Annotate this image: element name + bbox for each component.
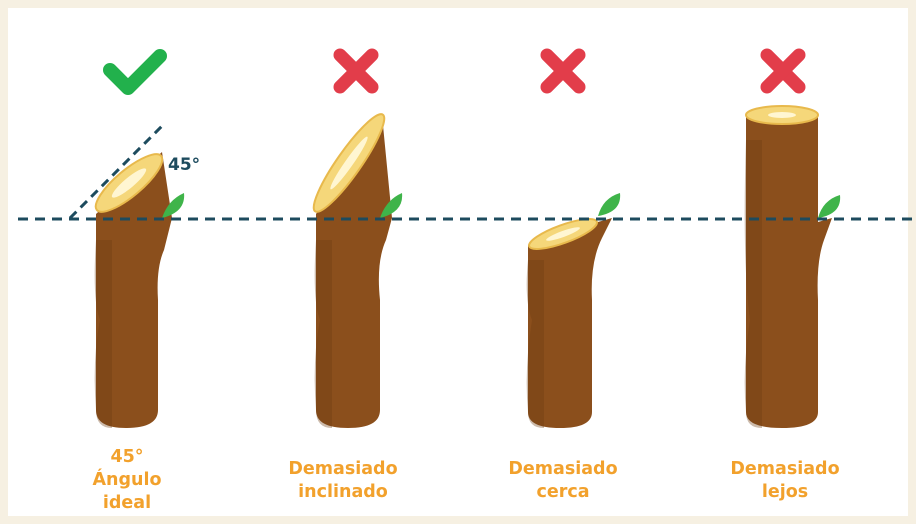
cut-face-ideal-highlight: [111, 168, 147, 198]
bud-icon: [380, 193, 403, 218]
angle-guide-line: [68, 121, 167, 220]
caption-line: inclinado: [298, 482, 388, 502]
cut-face-inclined-highlight: [330, 136, 368, 190]
stem-close-shade: [526, 260, 544, 428]
caption-line: Demasiado: [508, 459, 618, 479]
caption-line: Demasiado: [288, 459, 398, 479]
caption-line: ideal: [102, 493, 152, 513]
cut-face-far-highlight: [768, 112, 796, 118]
stem-too-far: [744, 105, 841, 428]
caption-too-close: Demasiado cerca: [478, 458, 648, 504]
caption-line: Ángulo: [92, 470, 162, 490]
stem-ideal-trunk: [96, 152, 172, 428]
caption-line: Demasiado: [730, 459, 840, 479]
caption-line: lejos: [761, 482, 809, 502]
caption-line: 45°: [110, 447, 144, 467]
caption-ideal: 45° Ángulo ideal: [42, 446, 212, 515]
caption-too-far: Demasiado lejos: [700, 458, 870, 504]
caption-too-inclined: Demasiado inclinado: [258, 458, 428, 504]
stem-ideal-shade: [94, 240, 112, 428]
stem-too-inclined: [312, 113, 403, 428]
caption-line: cerca: [536, 482, 590, 502]
cross-icon: [540, 48, 586, 94]
cross-icon: [333, 48, 379, 94]
stem-too-close: [526, 193, 621, 428]
bud-icon: [818, 195, 841, 218]
stem-far-trunk: [746, 115, 832, 428]
stem-close-trunk: [528, 218, 612, 428]
cut-face-close-highlight: [546, 227, 580, 241]
angle-label: 45°: [168, 155, 200, 175]
stem-ideal: 45°: [68, 121, 200, 428]
check-icon: [103, 49, 167, 95]
stem-far-shade: [744, 140, 762, 428]
stem-inclined-shade: [314, 240, 332, 428]
bud-icon: [162, 193, 185, 218]
bud-icon: [598, 193, 621, 216]
cross-icon: [760, 48, 806, 94]
